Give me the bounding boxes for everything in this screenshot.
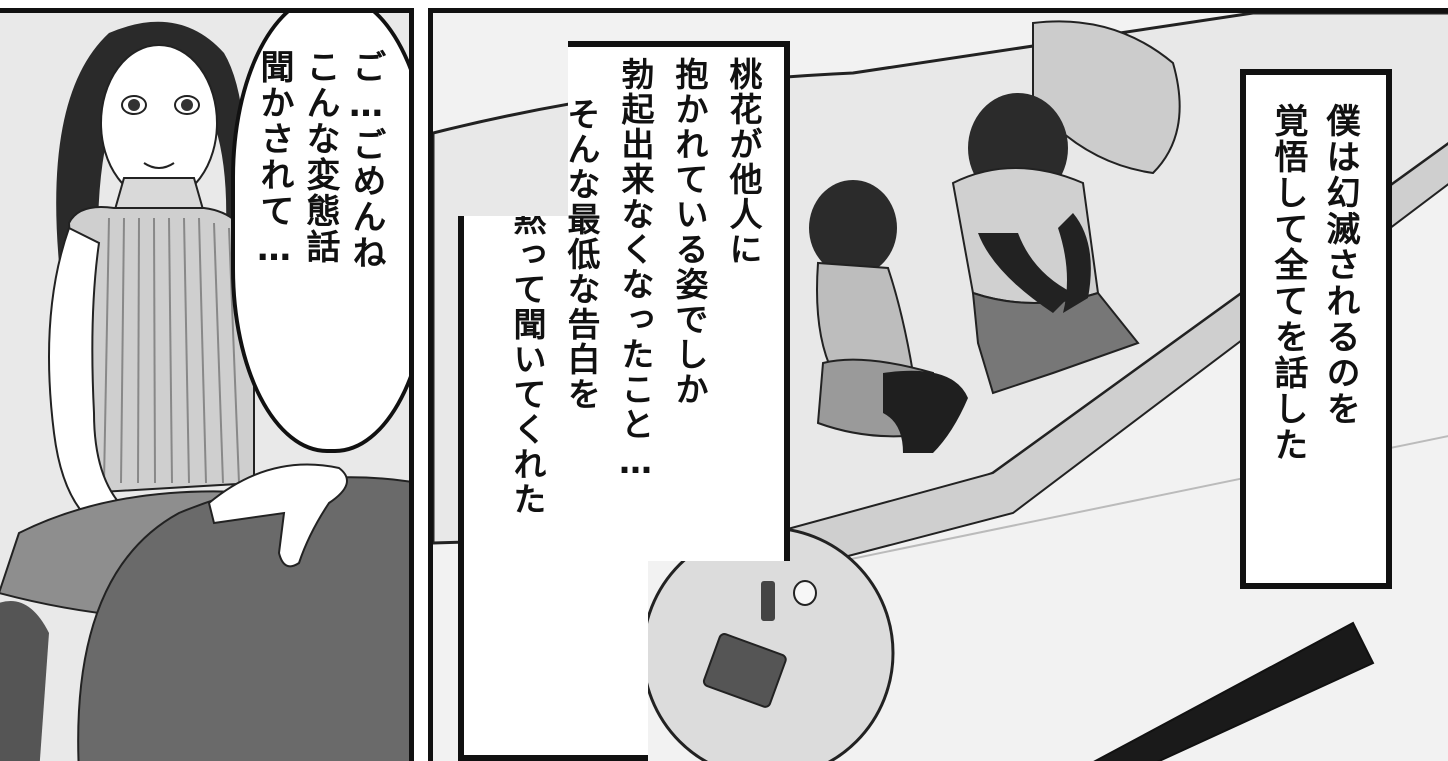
speech-text: ご…ごめんね こんな変態話 聞かされて… (251, 49, 389, 271)
speech-line-2: こんな変態話 (300, 49, 340, 265)
speech-line-3: 聞かされて… (254, 49, 294, 271)
speech-bubble: ご…ごめんね こんな変態話 聞かされて… (231, 13, 409, 453)
left-panel: ご…ごめんね こんな変態話 聞かされて… (0, 8, 414, 761)
right-caption: 僕は幻滅されるのを 覚悟して全てを話した (1240, 69, 1392, 589)
right-panel: 桃花が他人に 抱かれている姿でしか 勃起出来なくなったこと… そんな最低な告白を… (428, 8, 1448, 761)
center-caption-line-4: そんな最低な告白を (562, 97, 601, 412)
center-caption-line-2: 抱かれている姿でしか (670, 57, 709, 407)
right-caption-line-2: 覚悟して全てを話した (1268, 103, 1308, 463)
speech-line-1: ご…ごめんね (346, 49, 386, 271)
right-caption-text: 僕は幻滅されるのを 覚悟して全てを話した (1262, 103, 1366, 463)
center-caption-line-3: 勃起出来なくなったこと… (616, 57, 655, 483)
right-caption-line-1: 僕は幻滅されるのを (1320, 103, 1360, 427)
center-caption-line-1: 桃花が他人に (724, 57, 763, 267)
